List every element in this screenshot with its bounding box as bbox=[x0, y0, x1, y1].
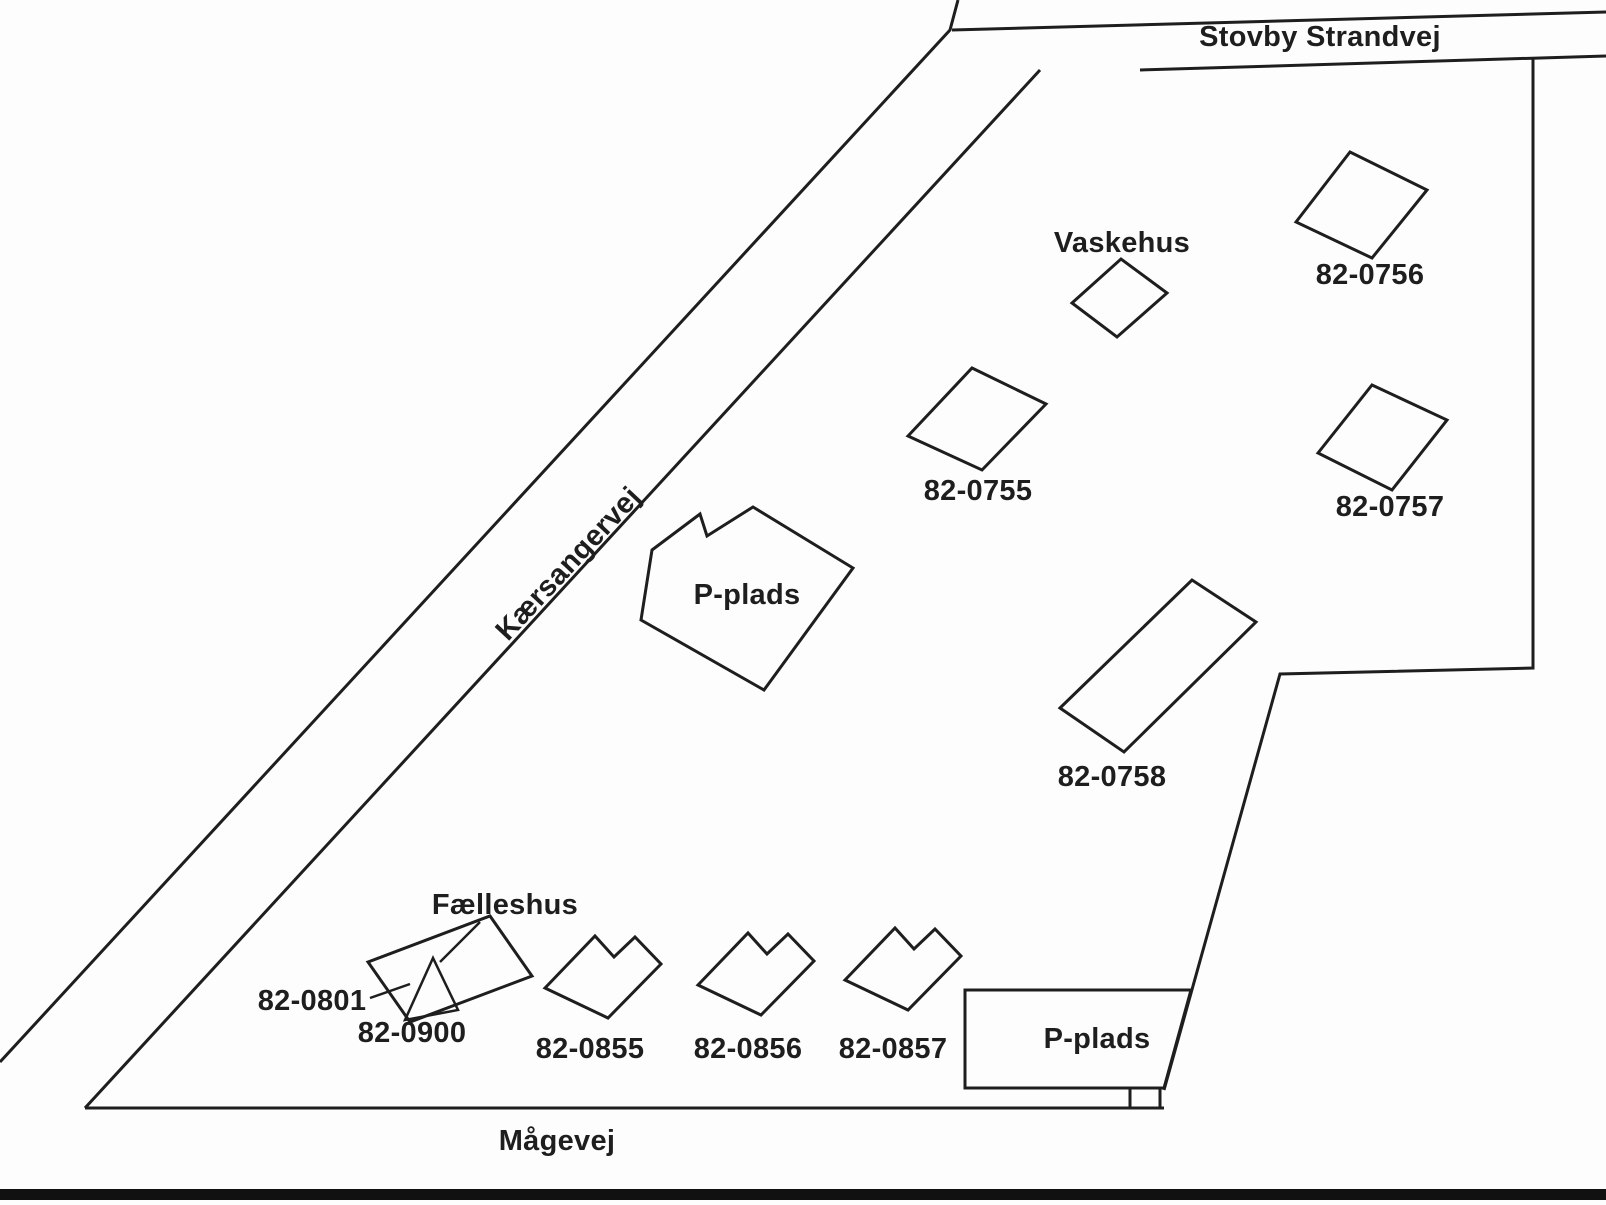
building-82-0856-outline bbox=[695, 930, 817, 1017]
building-vaskehus bbox=[1069, 257, 1170, 339]
label-p-plads-upper: P-plads bbox=[694, 579, 801, 611]
road-stovby-strandvej-lower-edge bbox=[1139, 54, 1606, 72]
road-label-maagevej: Mågevej bbox=[499, 1125, 616, 1157]
plot-label-82-0856: 82-0856 bbox=[694, 1033, 803, 1065]
plot-label-82-0757: 82-0757 bbox=[1336, 491, 1445, 523]
road-stovby-strandvej-upper-edge bbox=[951, 10, 1606, 32]
leader-faelleshus bbox=[439, 921, 481, 963]
plot-label-82-0857: 82-0857 bbox=[839, 1033, 948, 1065]
building-82-0756 bbox=[1293, 150, 1430, 260]
plot-label-82-0855: 82-0855 bbox=[536, 1033, 645, 1065]
label-faelleshus: Fælleshus bbox=[432, 889, 578, 921]
label-p-plads-lower: P-plads bbox=[1044, 1023, 1151, 1055]
building-faelleshus bbox=[365, 914, 535, 1024]
label-vaskehus: Vaskehus bbox=[1054, 227, 1190, 259]
plot-label-82-0755: 82-0755 bbox=[924, 475, 1033, 507]
parcel-boundary-right bbox=[1162, 58, 1535, 1091]
building-82-0758 bbox=[1057, 578, 1259, 754]
road-maagevej-lower-edge bbox=[0, 1189, 1606, 1200]
road-kaersangervej-left-edge bbox=[0, 0, 960, 1064]
buildings bbox=[365, 150, 1450, 1090]
road-label-stovby-strandvej: Stovby Strandvej bbox=[1199, 21, 1441, 53]
building-82-0857-outline bbox=[842, 925, 964, 1012]
road-kaersangervej-right-edge-parcel-boundary bbox=[83, 68, 1042, 1110]
building-82-0757 bbox=[1315, 383, 1450, 492]
plot-label-82-0900: 82-0900 bbox=[358, 1017, 467, 1049]
building-82-0855-outline bbox=[542, 933, 664, 1020]
building-82-0855 bbox=[542, 933, 664, 1020]
parking-lower-outline bbox=[963, 988, 1193, 1090]
faelleshus-gable-triangle bbox=[402, 955, 460, 1022]
building-82-0857 bbox=[842, 925, 964, 1012]
parking-upper-outline bbox=[639, 505, 856, 692]
building-82-0856 bbox=[695, 930, 817, 1017]
building-82-0755 bbox=[905, 366, 1049, 472]
plot-label-82-0756: 82-0756 bbox=[1316, 259, 1425, 291]
plot-label-82-0758: 82-0758 bbox=[1058, 761, 1167, 793]
leader-lines bbox=[369, 921, 481, 1000]
plot-label-82-0801: 82-0801 bbox=[258, 985, 367, 1017]
leader-82-0801 bbox=[369, 982, 411, 1000]
